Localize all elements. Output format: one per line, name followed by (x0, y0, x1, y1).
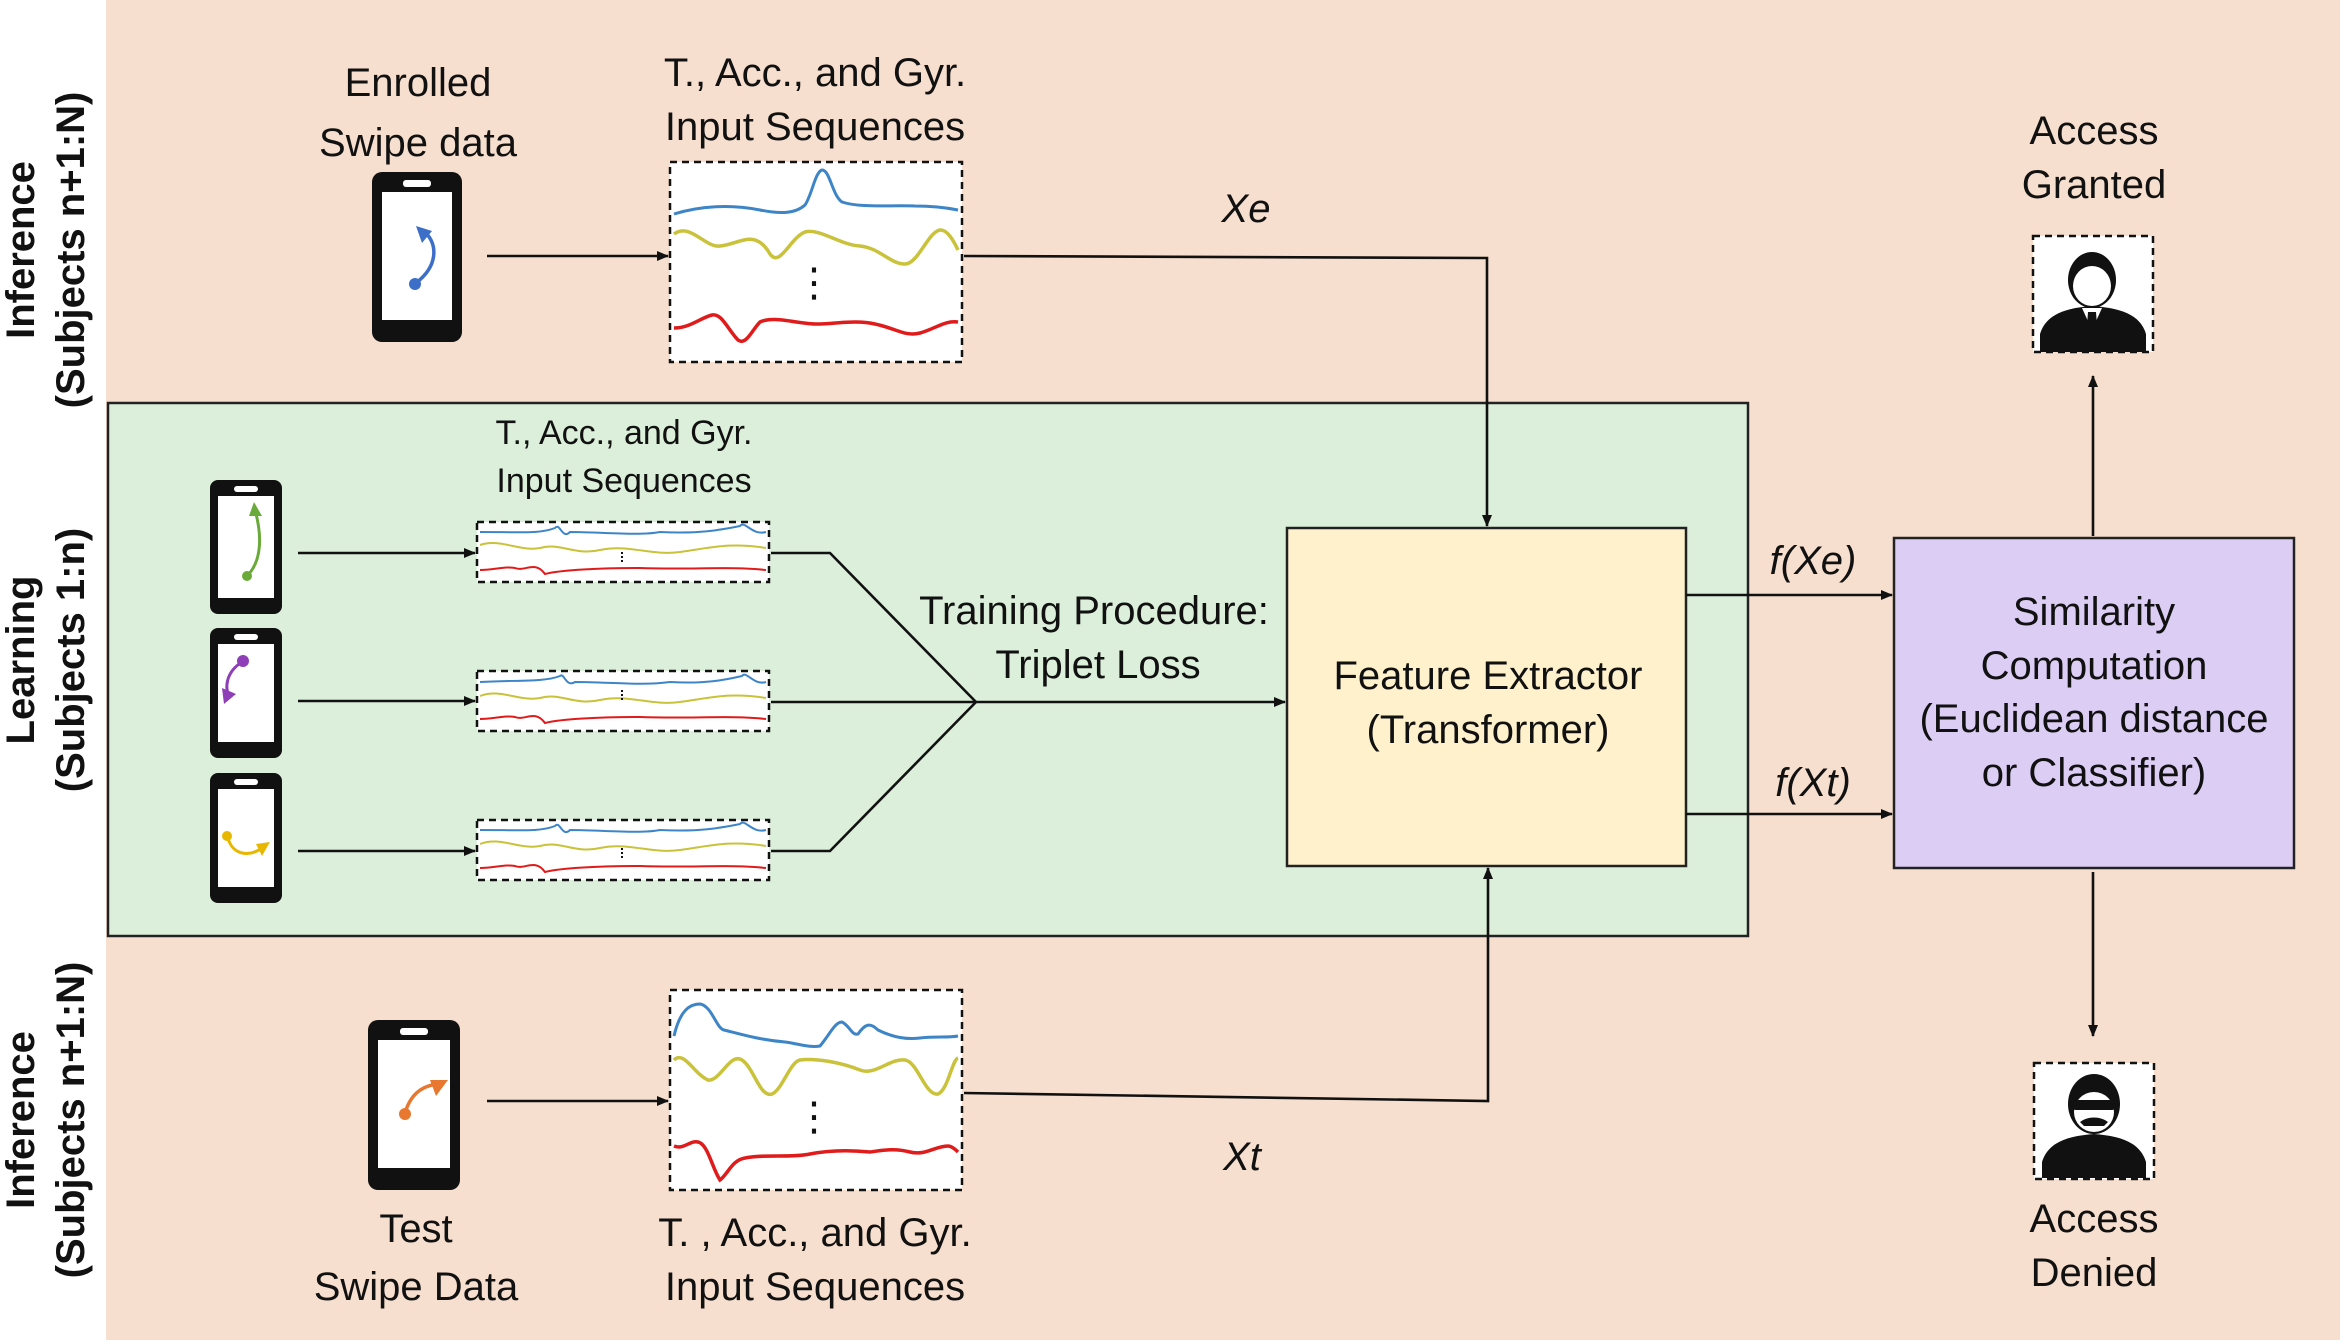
similarity-box (1892, 536, 2296, 870)
seq-top-label-2: Input Sequences (665, 105, 965, 149)
side-label-inference-bottom: Inference (Subjects n+1:N) (0, 962, 93, 1279)
denied-label-2: Denied (2031, 1251, 2158, 1295)
learning-phone-3-icon (210, 773, 282, 903)
feature-extractor-label-2: (Transformer) (1367, 708, 1610, 752)
seq-learning-box-3 (475, 818, 771, 882)
svg-text:Inference: Inference (0, 161, 43, 339)
connector-seq1 (771, 551, 977, 703)
seq-top-dots: ⋮ (794, 261, 834, 305)
svg-text:(Subjects n+1:N): (Subjects n+1:N) (49, 92, 93, 409)
granted-label-1: Access (2030, 109, 2159, 153)
label-fxt: f(Xt) (1775, 761, 1851, 805)
seq-top-box: ⋮ (668, 160, 964, 364)
side-label-learning: Learning (Subjects 1:n) (0, 528, 93, 792)
side-label-inference-top: Inference (Subjects n+1:N) (0, 92, 93, 409)
seq-learning-box-1 (475, 520, 771, 584)
svg-text:(Subjects n+1:N): (Subjects n+1:N) (49, 962, 93, 1279)
seq-bottom-box: ⋮ (668, 988, 964, 1192)
seq-learning-box-2 (475, 669, 771, 733)
similarity-label-2: Computation (1981, 644, 2208, 688)
label-fxe: f(Xe) (1770, 539, 1857, 583)
seq-learning-label-2: Input Sequences (496, 462, 751, 500)
test-label-1: Test (379, 1207, 452, 1251)
similarity-label-4: or Classifier) (1982, 751, 2206, 795)
feature-extractor-box (1285, 526, 1688, 868)
test-phone-icon (368, 1020, 460, 1190)
granted-label-2: Granted (2022, 163, 2167, 207)
seq-bottom-label-2: Input Sequences (665, 1265, 965, 1309)
masked-intruder-icon (2032, 1061, 2156, 1181)
denied-label-1: Access (2030, 1197, 2159, 1241)
seq-learning-label-1: T., Acc., and Gyr. (496, 414, 753, 452)
arrow-seq-bottom-to-extractor (963, 867, 1493, 1103)
seq-top-label-1: T., Acc., and Gyr. (664, 51, 966, 95)
enrolled-label-1: Enrolled (345, 61, 492, 105)
training-label-1: Training Procedure: (919, 589, 1269, 633)
seq-bottom-label-1: T. , Acc., and Gyr. (658, 1211, 971, 1255)
seq-bottom-dots: ⋮ (794, 1095, 834, 1139)
label-xe: Xe (1221, 187, 1271, 231)
similarity-label-3: (Euclidean distance (1919, 697, 2268, 741)
svg-text:Inference: Inference (0, 1031, 43, 1209)
similarity-label-1: Similarity (2013, 590, 2175, 634)
training-label-2: Triplet Loss (995, 643, 1200, 687)
label-xt: Xt (1222, 1135, 1263, 1179)
svg-text:Learning: Learning (0, 576, 43, 745)
learning-phone-1-icon (210, 480, 282, 614)
connector-seq3 (771, 701, 977, 853)
learning-phone-2-icon (210, 628, 282, 758)
business-user-icon (2031, 234, 2155, 354)
enrolled-phone-icon (372, 172, 462, 342)
test-label-2: Swipe Data (314, 1265, 519, 1309)
feature-extractor-label-1: Feature Extractor (1333, 654, 1642, 698)
arrow-seq-top-to-extractor (963, 254, 1492, 527)
svg-text:(Subjects 1:n): (Subjects 1:n) (49, 528, 93, 792)
enrolled-label-2: Swipe data (319, 121, 518, 165)
